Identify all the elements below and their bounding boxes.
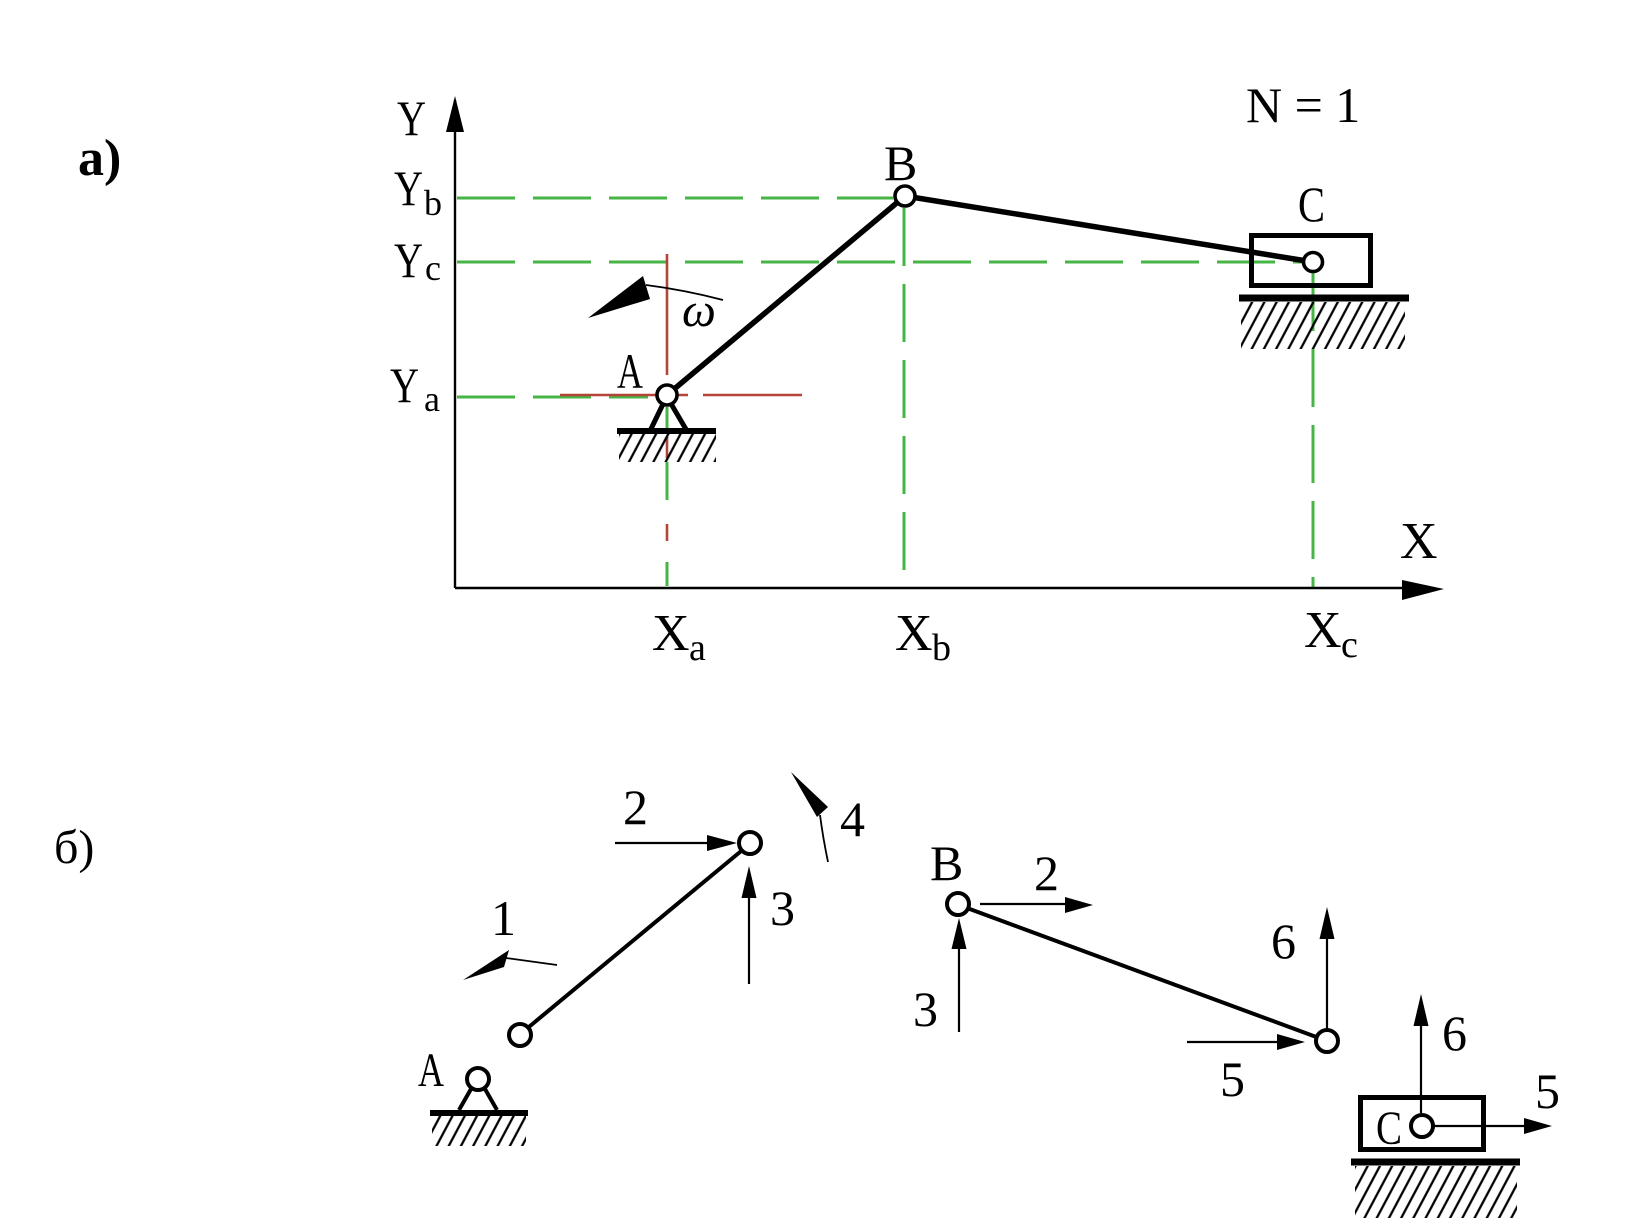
- svg-text:X: X: [895, 605, 933, 662]
- svg-text:C: C: [1298, 176, 1325, 232]
- svg-text:5: 5: [1535, 1063, 1560, 1119]
- svg-text:c: c: [425, 248, 441, 288]
- svg-text:B: B: [930, 835, 963, 891]
- svg-text:b: b: [932, 627, 951, 669]
- svg-text:C: C: [1376, 1102, 1402, 1155]
- svg-text:X: X: [652, 605, 690, 662]
- svg-text:6: 6: [1271, 913, 1296, 969]
- svg-text:a: a: [424, 379, 440, 419]
- svg-text:a: a: [689, 627, 706, 669]
- svg-text:a): a): [78, 130, 121, 187]
- svg-text:X: X: [1400, 513, 1438, 570]
- svg-text:Y: Y: [397, 90, 426, 146]
- svg-text:A: A: [617, 343, 643, 399]
- svg-text:5: 5: [1220, 1051, 1245, 1107]
- svg-text:b: b: [424, 183, 442, 223]
- svg-text:6: 6: [1442, 1005, 1467, 1061]
- svg-text:Y: Y: [394, 232, 423, 288]
- svg-text:c: c: [1341, 624, 1358, 666]
- svg-text:Y: Y: [390, 357, 419, 413]
- svg-text:B: B: [884, 135, 917, 191]
- svg-text:ω: ω: [682, 284, 716, 337]
- svg-text:3: 3: [913, 981, 938, 1037]
- svg-text:4: 4: [840, 791, 865, 847]
- svg-text:1: 1: [491, 890, 516, 946]
- svg-text:A: A: [418, 1044, 444, 1097]
- svg-text:2: 2: [623, 779, 648, 835]
- svg-text:Y: Y: [394, 160, 423, 216]
- svg-text:X: X: [1304, 602, 1342, 659]
- svg-text:N = 1: N = 1: [1246, 77, 1360, 133]
- svg-text:б): б): [54, 821, 94, 874]
- svg-text:3: 3: [770, 880, 795, 936]
- svg-text:2: 2: [1034, 845, 1059, 901]
